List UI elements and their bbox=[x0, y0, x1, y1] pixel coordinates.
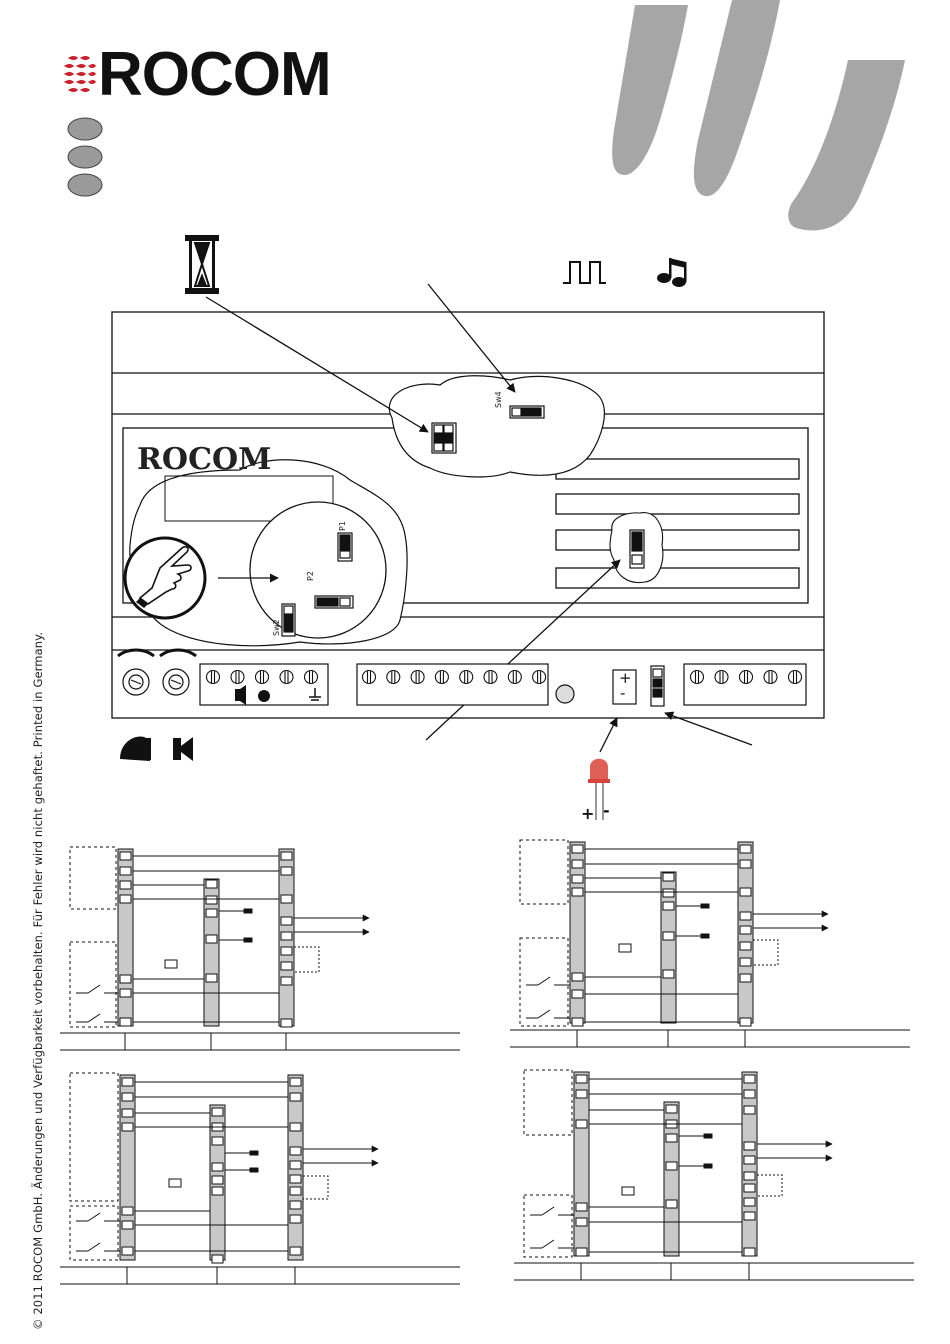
screw bbox=[280, 671, 293, 684]
terminal-rail bbox=[120, 1075, 135, 1260]
brand-logo: ROCOM bbox=[98, 44, 331, 106]
label-strip-2 bbox=[556, 494, 799, 514]
panel-logo: ROCOM bbox=[137, 445, 271, 475]
screw bbox=[256, 671, 269, 684]
label-strip-1 bbox=[556, 459, 799, 479]
hourglass-icon bbox=[186, 236, 218, 293]
zoom-circle bbox=[250, 502, 386, 638]
language-button-1 bbox=[68, 118, 102, 140]
screw bbox=[508, 671, 521, 684]
screw bbox=[740, 671, 753, 684]
jumper-label-sw4: Sw4 bbox=[494, 391, 503, 408]
screw bbox=[764, 671, 777, 684]
speaker-icon bbox=[120, 737, 193, 761]
screw bbox=[533, 671, 546, 684]
screw bbox=[484, 671, 497, 684]
decorative-stripes bbox=[612, 0, 905, 230]
copyright-notice: © 2011 ROCOM GmbH. Änderungen und Verfüg… bbox=[31, 632, 45, 1330]
label-strip-3 bbox=[556, 530, 799, 550]
terminal-blocks bbox=[200, 664, 806, 705]
led-plus-label: + bbox=[581, 806, 594, 822]
screw bbox=[411, 671, 424, 684]
screw bbox=[363, 671, 376, 684]
screw bbox=[305, 671, 318, 684]
language-button-2 bbox=[68, 146, 102, 168]
music-note-icon bbox=[657, 258, 687, 287]
language-button-3 bbox=[68, 174, 102, 196]
screw bbox=[715, 671, 728, 684]
led-minus-label: - bbox=[603, 803, 610, 819]
language-buttons bbox=[68, 118, 102, 196]
jumper-label-p1: P1 bbox=[338, 521, 347, 531]
screw bbox=[789, 671, 802, 684]
square-wave-icon bbox=[563, 262, 606, 283]
screw bbox=[387, 671, 400, 684]
screw bbox=[460, 671, 473, 684]
logo-mark bbox=[64, 56, 96, 92]
led-terminal-minus: - bbox=[620, 686, 625, 701]
screw bbox=[231, 671, 244, 684]
jumper-label-p2: P2 bbox=[306, 571, 315, 581]
screw bbox=[691, 671, 704, 684]
terminal-rail bbox=[118, 849, 133, 1026]
hand-pointer-icon bbox=[125, 538, 205, 618]
terminal-rail bbox=[574, 1072, 589, 1256]
wiring-diagrams bbox=[60, 840, 914, 1284]
jumper-label-sw2: Sw2 bbox=[272, 619, 281, 636]
screw bbox=[435, 671, 448, 684]
screw bbox=[207, 671, 220, 684]
